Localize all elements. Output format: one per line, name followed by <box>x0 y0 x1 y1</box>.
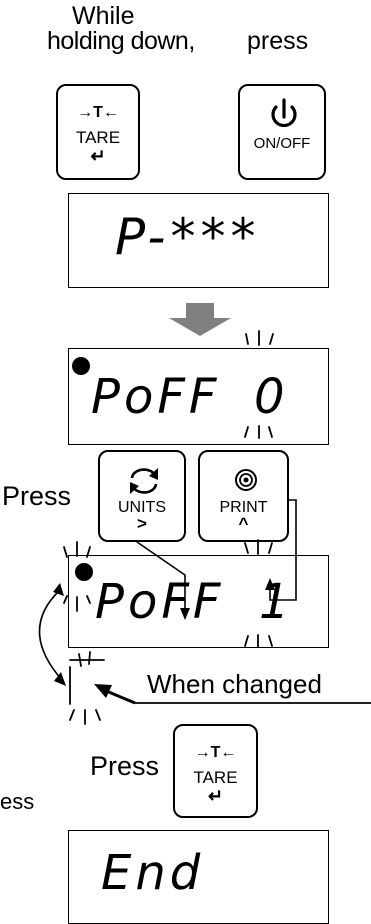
display-p-setting: P-*** <box>68 193 329 288</box>
stable-mark-dot <box>72 357 90 375</box>
tare-arrows-icon: →T← <box>194 744 237 761</box>
enter-icon: ↵ <box>90 146 106 166</box>
display-p-text: P-*** <box>115 208 261 266</box>
power-icon <box>271 98 297 128</box>
instruction-press-cut: ess <box>0 789 35 814</box>
display-poff-zero: PoFF 0 <box>68 348 329 445</box>
cycle-arrows-icon <box>130 468 158 494</box>
tare-arrows-icon: →T← <box>77 104 119 121</box>
print-key[interactable]: PRINT ^ <box>198 450 289 542</box>
units-key-label: UNITS <box>118 499 166 516</box>
units-key[interactable]: UNITS > <box>98 450 186 542</box>
display-digit-one: 1 <box>259 574 290 630</box>
tare-key-top[interactable]: →T← TARE ↵ <box>56 84 140 180</box>
onoff-key[interactable]: ON/OFF <box>238 84 326 180</box>
instruction-press-top: press <box>247 27 309 55</box>
display-end: End <box>68 830 329 924</box>
instruction-press-tare: Press <box>90 751 160 781</box>
enter-icon: ↵ <box>207 786 224 806</box>
right-chevron-icon: > <box>137 514 147 533</box>
instruction-while: While <box>72 2 135 30</box>
print-target-icon <box>235 469 257 491</box>
instruction-holding-down: holding down, <box>47 27 195 55</box>
tare-key-bottom[interactable]: →T← TARE ↵ <box>173 724 258 818</box>
annotation-when-changed: When changed <box>147 669 322 699</box>
onoff-key-label: ON/OFF <box>253 135 311 152</box>
print-key-label: PRINT <box>219 499 268 516</box>
display-end-text: End <box>101 845 205 901</box>
up-chevron-icon: ^ <box>238 514 249 533</box>
tare-key-label: TARE <box>75 128 121 147</box>
display-poff-one: PoFF 1 <box>68 555 329 648</box>
stable-mark-dot <box>75 563 93 581</box>
tare-key-label: TARE <box>193 768 238 787</box>
display-poff-text: PoFF <box>91 369 221 425</box>
display-poff-text: PoFF <box>95 574 225 630</box>
display-digit-zero: 0 <box>254 369 285 425</box>
instruction-press-units: Press <box>2 481 72 511</box>
